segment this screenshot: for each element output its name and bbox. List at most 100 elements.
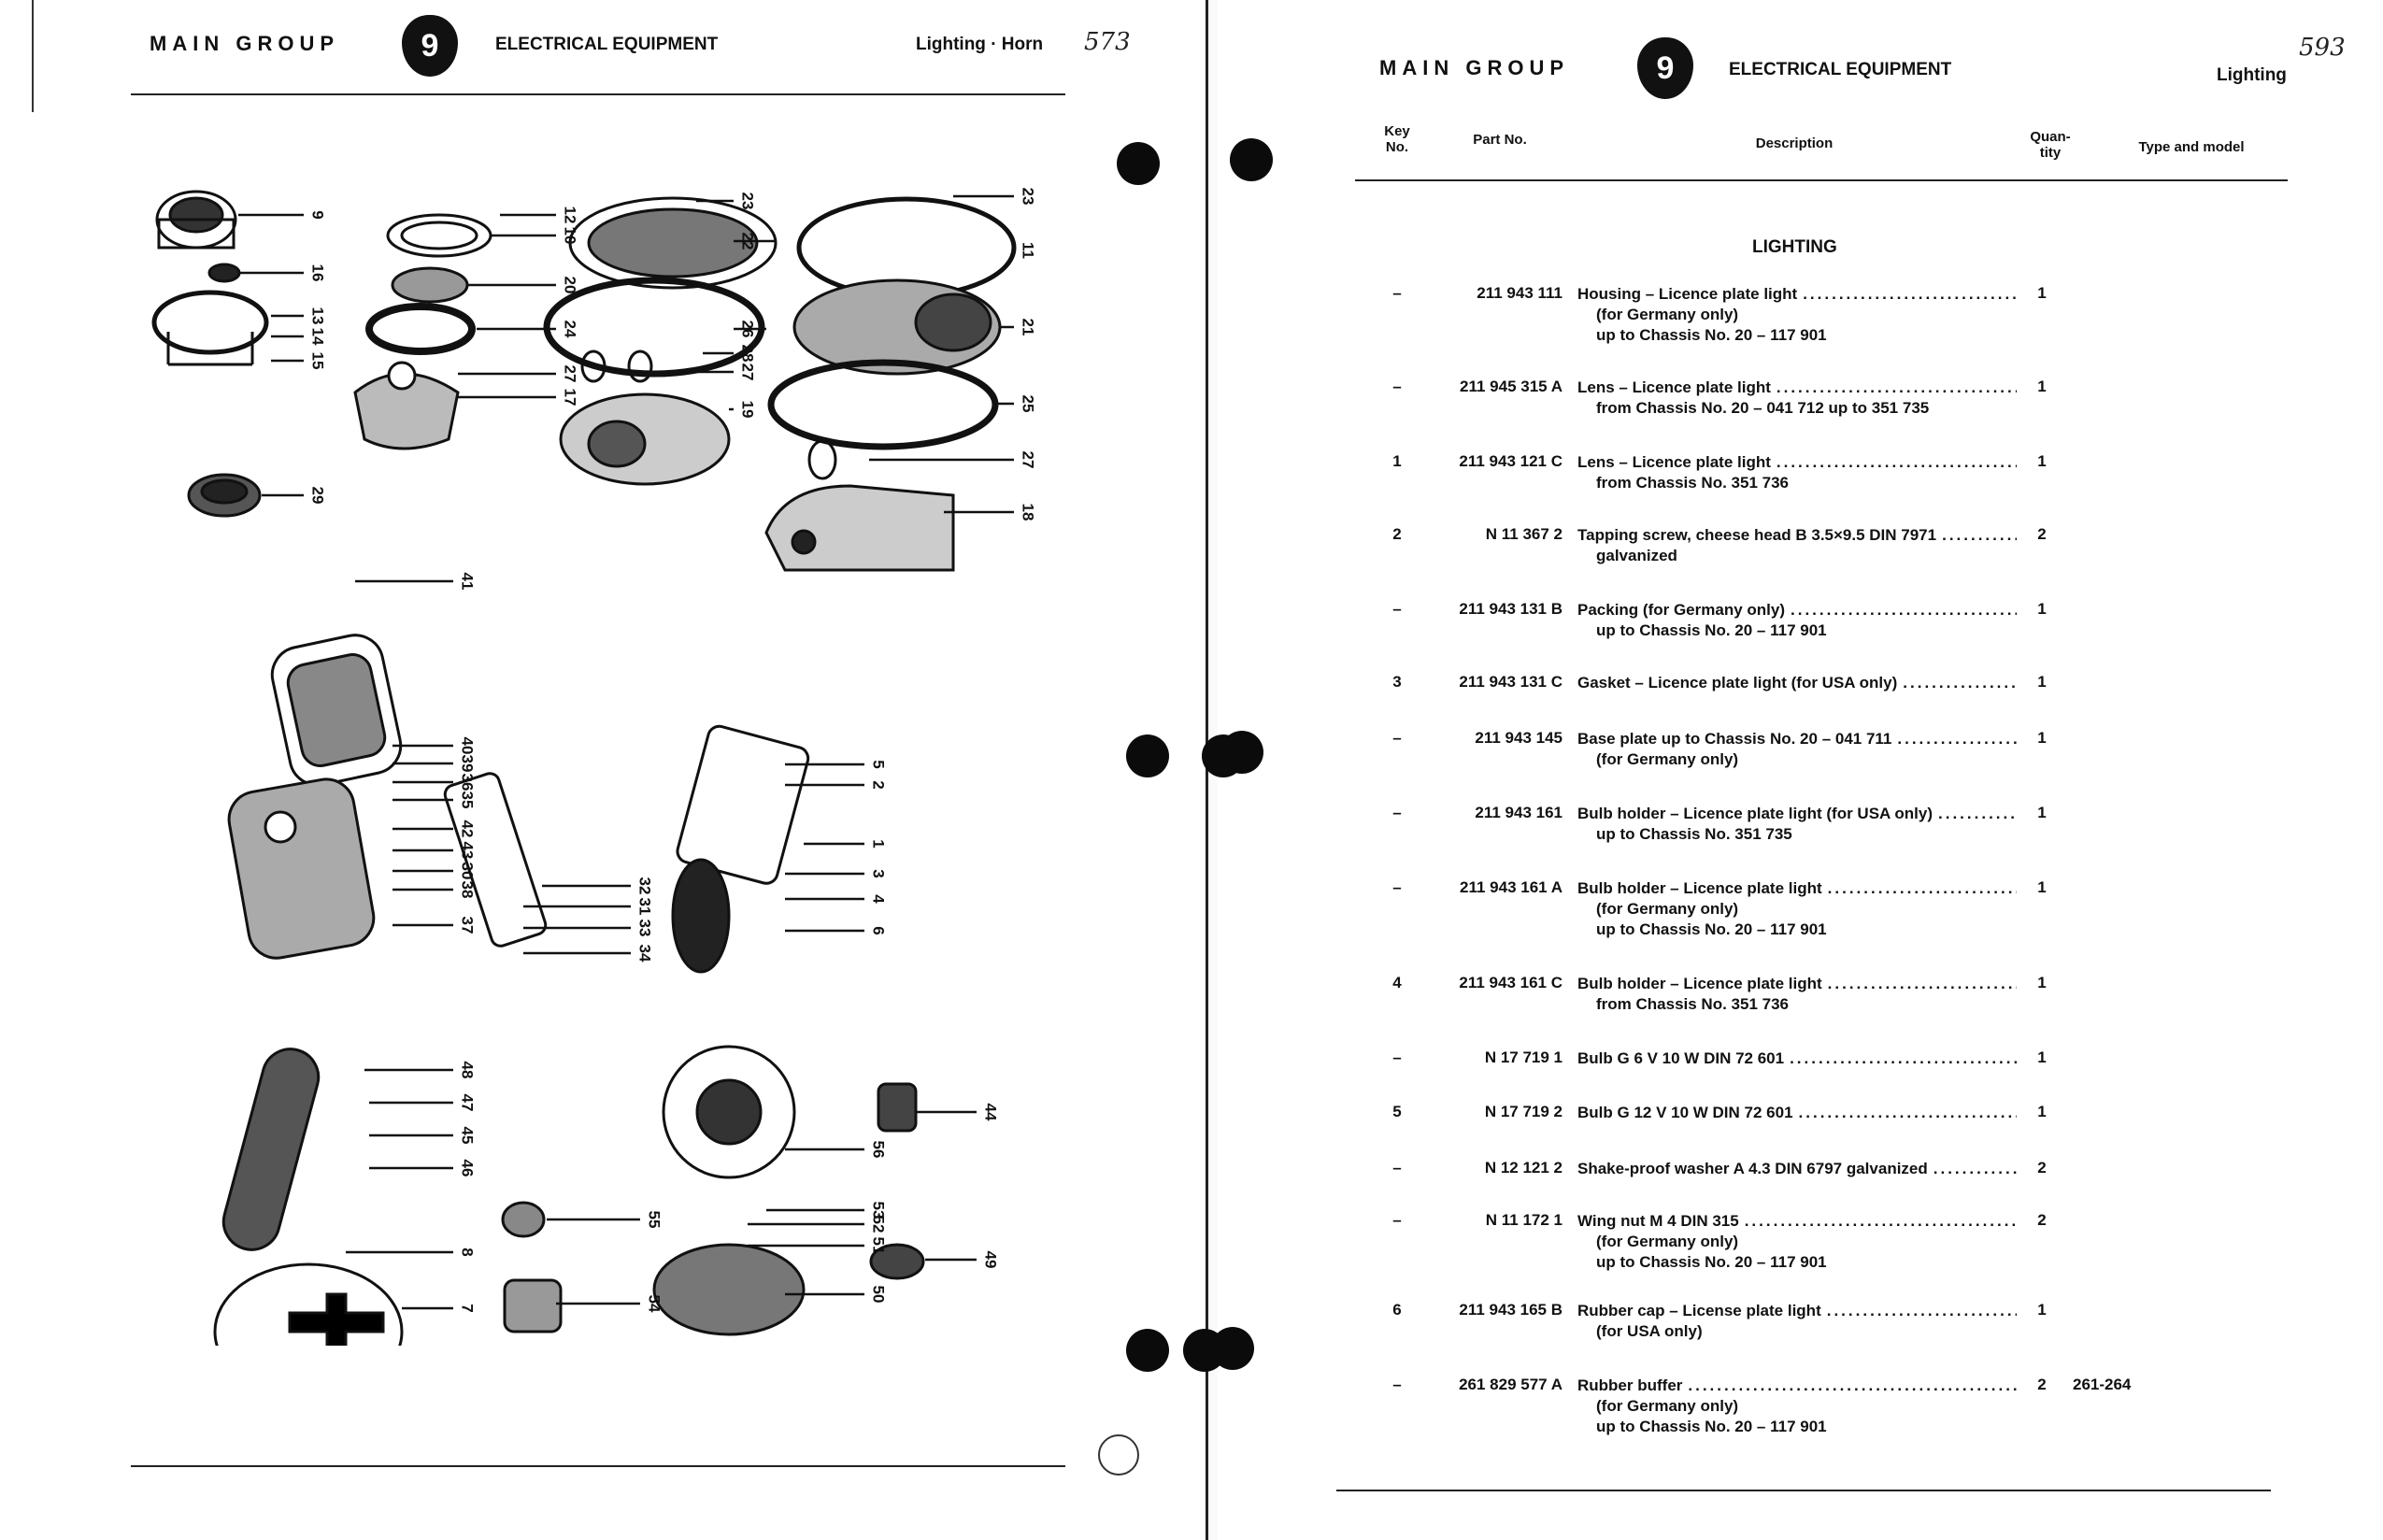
row-quantity: 1 (2037, 452, 2047, 470)
row-description: Base plate up to Chassis No. 20 – 041 71… (1577, 729, 2017, 770)
row-part-no: 211 943 161 C (1459, 974, 1563, 991)
licence-bulbs-part (580, 349, 653, 383)
callout-label: 35 (459, 791, 477, 809)
row-description-note: up to Chassis No. 20 – 117 901 (1596, 621, 1827, 639)
callout-label: 27 (562, 365, 579, 383)
callout-label: 12 (562, 207, 579, 224)
row-key-no: – (1392, 804, 1402, 821)
row-description: Bulb holder – Licence plate lightfrom Ch… (1577, 974, 2017, 1015)
row-key-no: – (1392, 1048, 1402, 1066)
licence-housing-2-part (764, 484, 955, 572)
callout-label: 55 (646, 1211, 664, 1229)
plug-part (501, 1201, 546, 1238)
callout-label: 45 (459, 1127, 477, 1145)
leader-dots (1903, 673, 2017, 693)
leader-dots (1790, 1048, 2017, 1069)
row-quantity: 2 (2037, 1159, 2047, 1176)
left-group-title: ELECTRICAL EQUIPMENT (495, 35, 719, 54)
callout-label: 33 (636, 920, 654, 937)
row-description-text: Bulb holder – Licence plate light (1577, 879, 1822, 897)
licence-bulb-part (807, 439, 837, 480)
row-description-note: (for Germany only) (1596, 900, 1739, 918)
row-description-text: Rubber cap – License plate light (1577, 1302, 1821, 1319)
leader-dots (1938, 804, 2017, 824)
row-description-text: Bulb holder – Licence plate light (1577, 975, 1822, 992)
callout-label: 31 (636, 898, 654, 916)
punch-hole (1126, 734, 1169, 777)
callout-label: 3 (870, 869, 888, 877)
punch-hole (1220, 731, 1263, 774)
exploded-parts-diagram: 9161314151210202427172923222628271923112… (151, 188, 1037, 1346)
relay-part (503, 1278, 563, 1333)
row-description-text: Wing nut M 4 DIN 315 (1577, 1212, 1739, 1230)
tail-light-housing-part (227, 777, 376, 960)
row-quantity: 1 (2037, 1301, 2047, 1319)
callout-label: 43 (459, 842, 477, 860)
col-header-key: Key No. (1384, 123, 1410, 155)
row-part-no: 211 943 131 B (1459, 600, 1563, 618)
callout-label: 39 (459, 755, 477, 773)
leader-dots (1827, 1301, 2017, 1321)
callout-label: 49 (982, 1251, 1000, 1269)
row-part-no: N 11 172 1 (1485, 1211, 1563, 1229)
left-page: MAIN GROUP 9 ELECTRICAL EQUIPMENT Lighti… (32, 0, 1169, 1476)
right-group-title: ELECTRICAL EQUIPMENT (1729, 60, 1952, 79)
callout-label: 23 (739, 192, 757, 210)
row-description-text: Base plate up to Chassis No. 20 – 041 71… (1577, 730, 1892, 748)
leader-dots (1799, 1103, 2017, 1123)
callout-label: 47 (459, 1094, 477, 1112)
row-description: Bulb G 6 V 10 W DIN 72 601 (1577, 1048, 2017, 1069)
row-description: Rubber buffer(for Germany only)up to Cha… (1577, 1376, 2017, 1437)
row-part-no: 211 943 161 A (1460, 878, 1563, 896)
row-part-no: 211 945 315 A (1460, 378, 1563, 395)
leader-dots (1791, 600, 2017, 620)
row-part-no: 261 829 577 A (1459, 1376, 1563, 1393)
row-description-note: (for Germany only) (1596, 306, 1739, 323)
callout-label: 23 (1020, 188, 1037, 206)
row-part-no: 211 943 111 (1477, 284, 1563, 302)
row-key-no: – (1392, 600, 1402, 618)
row-description-note: from Chassis No. 20 – 041 712 up to 351 … (1596, 399, 1930, 417)
right-header-rule (1355, 179, 2288, 181)
callout-label: 26 (739, 321, 757, 338)
leader-dots (1897, 729, 2017, 749)
row-key-no: 3 (1392, 673, 1402, 691)
parts-drawings (151, 190, 1017, 1346)
lens-ring-part (386, 213, 492, 258)
callout-label: 21 (1020, 319, 1037, 336)
row-description: Bulb holder – Licence plate light (for U… (1577, 804, 2017, 845)
callout-label: 54 (646, 1295, 664, 1313)
callout-label: 9 (309, 210, 327, 219)
row-quantity: 2 (2037, 525, 2047, 543)
callout-label: 41 (459, 573, 477, 591)
row-quantity: 1 (2037, 600, 2047, 618)
left-section-title: Lighting · Horn (916, 35, 1044, 54)
row-description-text: Gasket – Licence plate light (for USA on… (1577, 674, 1898, 692)
callout-label: 10 (562, 227, 579, 245)
leader-dots (1745, 1211, 2017, 1232)
row-key-no: 4 (1392, 974, 1402, 991)
callout-leaders (238, 194, 1014, 1310)
horn-part (662, 1045, 796, 1179)
row-type-model: 261-264 (2073, 1376, 2132, 1393)
row-key-no: 5 (1392, 1103, 1402, 1120)
row-key-no: – (1392, 284, 1402, 302)
licence-gasket-part (543, 277, 765, 378)
callout-label: 20 (562, 277, 579, 294)
left-edge-mark (32, 0, 34, 112)
callout-label: 30 (459, 863, 477, 880)
row-description-note: up to Chassis No. 20 – 117 901 (1596, 920, 1827, 938)
right-section-title: Lighting (2217, 65, 2287, 85)
row-description-note: galvanized (1596, 547, 1677, 564)
row-description: Bulb holder – Licence plate light (for Ge… (1577, 878, 2017, 940)
callout-label: 2 (870, 780, 888, 789)
row-quantity: 2 (2037, 1376, 2047, 1393)
table-row: 4 211 943 161 C Bulb holder – Licence plat… (0, 974, 2383, 1048)
leader-dots (1828, 878, 2017, 899)
